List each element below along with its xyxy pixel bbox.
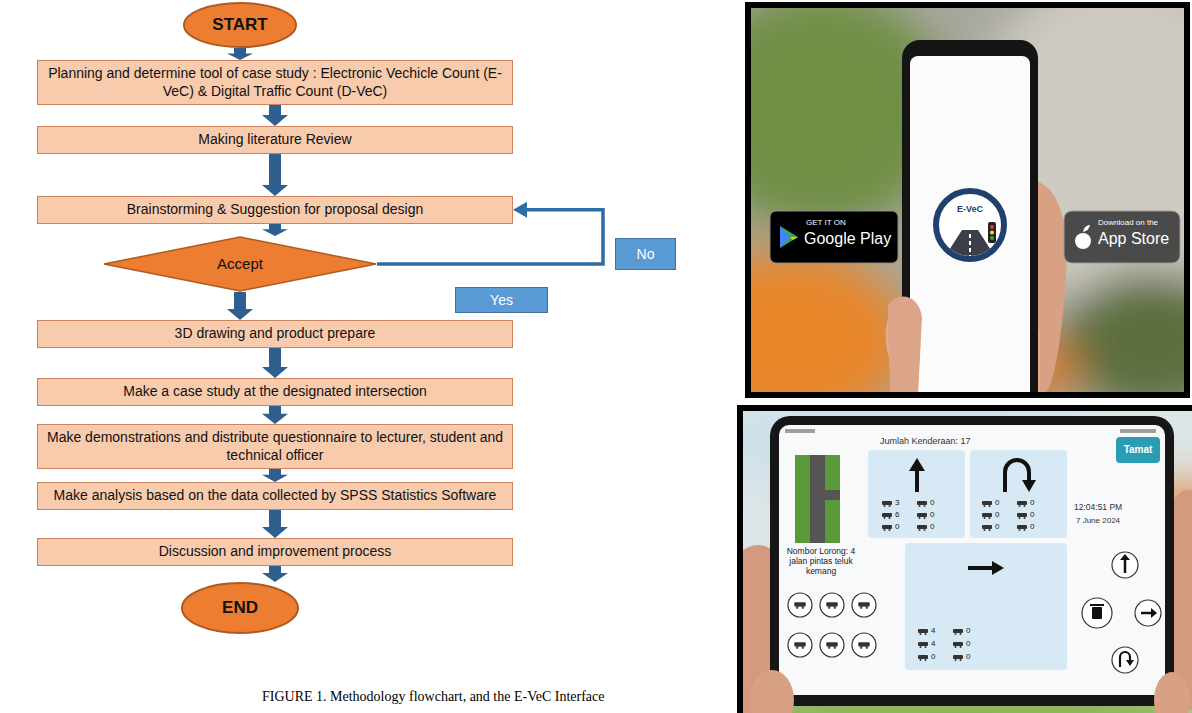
road-icon [795,455,840,543]
direction-panel [868,450,965,538]
process-box: 3D drawing and product prepare [37,320,513,348]
process-box: Making literature Review [37,126,513,154]
app-store-photo [748,5,1187,395]
finish-button [1116,437,1160,463]
control-buttons [1082,552,1161,673]
flow-arrow [262,224,288,237]
flow-arrow [262,469,288,482]
photo-frame [740,408,1192,713]
count-number: 0 [995,510,999,519]
process-box: Discussion and improvement process [37,538,513,566]
flow-arrow [262,406,288,425]
start-terminal: START [183,2,297,48]
badge-text: GET IT ON [806,218,846,227]
process-box: Brainstorming & Suggestion for proposal … [37,196,513,224]
badge-text: Google Play [804,230,891,248]
flow-arrow [227,48,253,60]
flow-arrow [262,348,288,379]
node-text: Brainstorming & Suggestion for proposal … [46,201,504,219]
app-logo [936,191,1004,259]
badge-text: App Store [1098,230,1169,248]
screen-time: 12:04:51 PM [1074,503,1122,513]
count-number: 0 [895,522,899,531]
google-play-badge [770,211,898,263]
node-text: Discussion and improvement process [46,543,504,561]
edge-label: No [615,238,676,270]
node-text: Accept [217,255,263,274]
count-number: 3 [895,498,899,507]
logo-text: E-VeC [950,204,990,214]
count-number: 0 [995,498,999,507]
count-number: 0 [930,522,934,531]
end-terminal: END [181,582,299,634]
process-box: Make analysis based on the data collecte… [37,482,513,510]
node-text: END [222,597,258,618]
edge-label: Yes [455,287,548,313]
node-text: Make analysis based on the data collecte… [46,487,504,505]
count-number: 6 [895,510,899,519]
node-text: Planning and determine tool of case stud… [46,65,504,100]
button-text: Tamat [1116,444,1160,456]
node-text: Make a case study at the designated inte… [46,383,504,401]
process-box: Make a case study at the designated inte… [37,378,513,406]
app-store-badge [1064,211,1180,263]
flow-arrow [262,566,288,583]
screen-text: Nombor Lorong: 4 jalan pintas teluk kema… [781,547,861,576]
count-number: 0 [1030,510,1034,519]
screen-date: 7 June 2024 [1076,516,1120,525]
count-number: 4 [931,626,935,635]
node-text: 3D drawing and product prepare [46,325,504,343]
count-number: 0 [966,626,970,635]
count-number: 4 [931,639,935,648]
flow-arrow [262,154,288,197]
direction-panel [970,450,1067,538]
decision-diamond: Accept [103,236,377,292]
count-number: 0 [995,522,999,531]
count-number: 0 [930,510,934,519]
count-number: 0 [931,652,935,661]
vehicle-buttons [788,593,876,657]
app-interface-photo [740,408,1192,713]
count-number: 0 [966,639,970,648]
flow-arrow [262,105,288,126]
badge-text: Download on the [1098,218,1158,227]
count-number: 0 [1030,498,1034,507]
count-number: 0 [930,498,934,507]
node-text: Making literature Review [46,131,504,149]
count-number: 0 [966,652,970,661]
figure-caption: FIGURE 1. Methodology flowchart, and the… [262,689,605,705]
screen-text: Jumlah Kenderaan: 17 [880,436,971,446]
node-text: START [212,14,267,35]
photo-frame [748,5,1187,395]
process-box: Planning and determine tool of case stud… [37,60,513,105]
node-text: Make demonstrations and distribute quest… [46,429,504,464]
direction-panel [905,543,1067,670]
phone [770,416,1174,706]
flow-arrow [227,292,253,320]
count-number: 0 [1030,522,1034,531]
process-box: Make demonstrations and distribute quest… [37,424,513,469]
flow-arrow [262,510,288,539]
